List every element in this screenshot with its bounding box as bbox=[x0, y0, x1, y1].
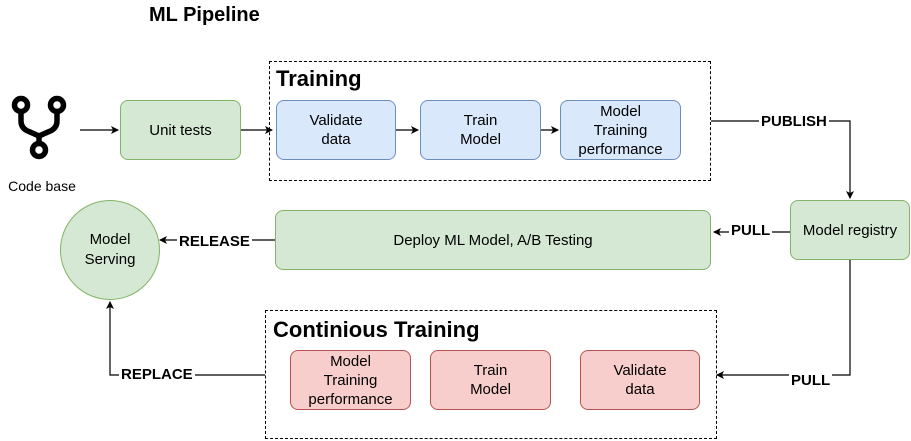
git-branch-icon bbox=[8, 95, 70, 165]
training-performance-node[interactable]: Model Training performance bbox=[560, 100, 681, 160]
release-label: RELEASE bbox=[177, 233, 252, 250]
publish-label: PUBLISH bbox=[759, 113, 829, 130]
training-validate-data-node[interactable]: Validate data bbox=[276, 100, 396, 160]
continuous-training-title: Continious Training bbox=[273, 317, 480, 342]
training-group-title: Training bbox=[276, 66, 362, 91]
unit-tests-node[interactable]: Unit tests bbox=[120, 100, 241, 160]
edge-pull-continuous bbox=[716, 260, 851, 379]
edge-publish bbox=[711, 120, 854, 199]
training-group bbox=[269, 61, 711, 181]
replace-label: REPLACE bbox=[119, 366, 195, 383]
training-train-model-node[interactable]: Train Model bbox=[420, 100, 541, 160]
pull-label-bottom: PULL bbox=[789, 372, 833, 389]
continuous-validate-data-node[interactable]: Validate data bbox=[580, 350, 700, 410]
continuous-training-group bbox=[265, 310, 717, 439]
deploy-node[interactable]: Deploy ML Model, A/B Testing bbox=[275, 210, 711, 270]
continuous-performance-node[interactable]: Model Training performance bbox=[290, 350, 411, 410]
edge-replace bbox=[106, 301, 265, 376]
model-registry-node[interactable]: Model registry bbox=[790, 200, 910, 260]
model-serving-node[interactable]: Model Serving bbox=[60, 200, 160, 300]
code-base-label: Code base bbox=[8, 178, 76, 194]
pull-label-top: PULL bbox=[729, 222, 773, 239]
page-title: ML Pipeline bbox=[149, 4, 260, 26]
continuous-train-model-node[interactable]: Train Model bbox=[430, 350, 551, 410]
